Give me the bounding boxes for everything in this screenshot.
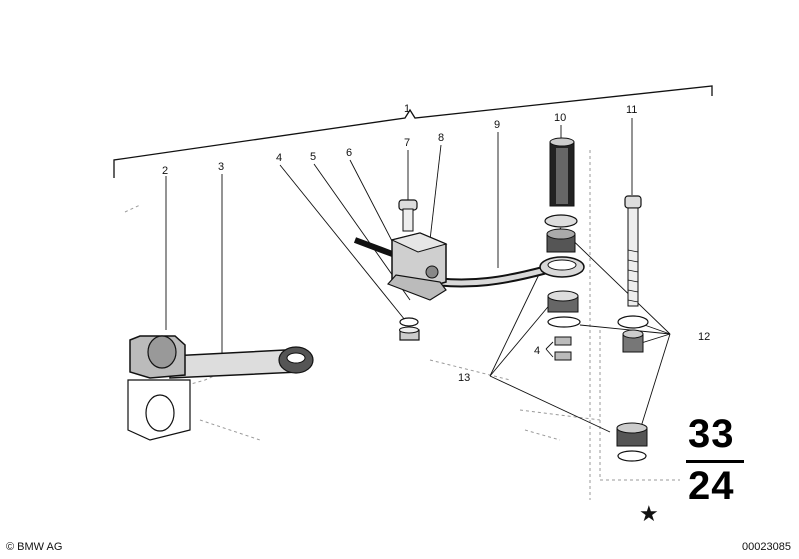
callout-12: 12	[698, 331, 710, 343]
callout-2: 2	[162, 165, 168, 177]
stabilizer-bar	[353, 237, 585, 288]
group-code-bottom: 24	[688, 464, 735, 508]
copyright-text: © BMW AG	[6, 541, 63, 553]
bolt-7	[398, 199, 418, 232]
bolt-11	[624, 195, 642, 307]
callout-7: 7	[404, 137, 410, 149]
group-code-divider	[686, 460, 744, 463]
bushing-stack-right	[616, 315, 649, 462]
nut-washer-left	[399, 317, 420, 341]
callout-6: 6	[346, 147, 352, 159]
callout-9: 9	[494, 119, 500, 131]
stabilizer-link-arm	[169, 346, 314, 379]
callout-3: 3	[218, 161, 224, 173]
document-number: 00023085	[742, 541, 791, 553]
bushing-stack-center	[544, 214, 581, 361]
callout-5: 5	[310, 151, 316, 163]
callout-11: 11	[626, 104, 637, 116]
callout-13: 13	[458, 372, 470, 384]
callout-1: 1	[404, 103, 410, 115]
callout-10: 10	[554, 112, 566, 124]
star-icon: ★	[639, 501, 659, 526]
rubber-mount	[127, 335, 191, 441]
callout-labels: 1 2 3 4 5 6 7 8 9 10 11 12 13 4	[162, 103, 710, 384]
callout-4: 4	[276, 152, 282, 164]
spacer-tube-10	[549, 137, 575, 207]
callout-4-washers: 4	[534, 345, 540, 357]
clamp-bracket	[386, 232, 448, 301]
assembly-bracket	[113, 85, 713, 178]
group-code-top: 33	[688, 412, 735, 456]
callout-8: 8	[438, 132, 444, 144]
